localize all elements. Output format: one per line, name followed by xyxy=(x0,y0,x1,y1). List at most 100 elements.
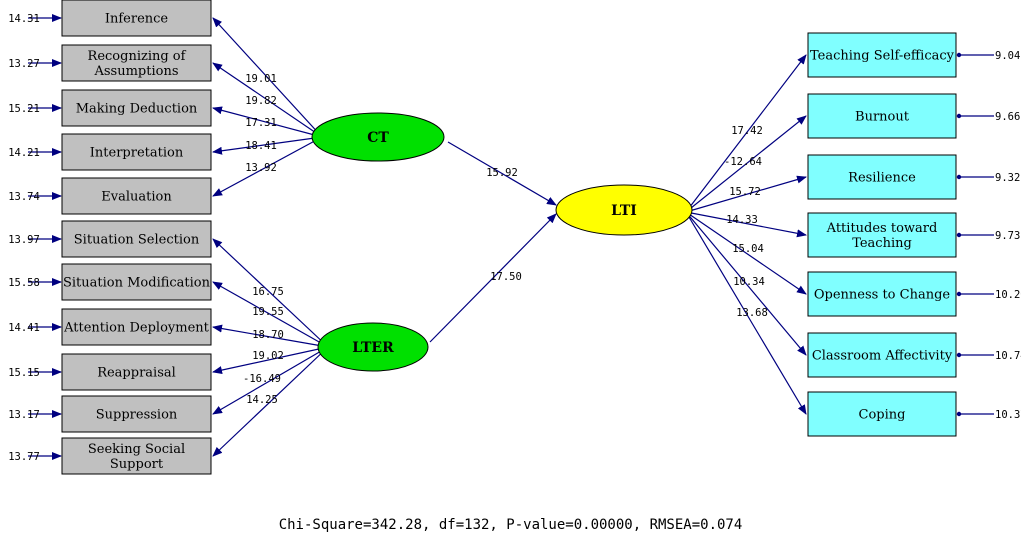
lti-indicator-classroom-affectivity-error-value: 10.74 xyxy=(995,350,1021,362)
lti-indicator-openness-to-change-error-value: 10.20 xyxy=(995,289,1021,301)
ct-indicator-recognizing-of-assumptions-label-line-1: Recognizing of xyxy=(88,49,187,64)
lti-indicator-resilience-error-value: 9.32 xyxy=(995,172,1020,184)
lter-indicator-situation-selection-box xyxy=(61,220,212,258)
ct-indicator-inference-box xyxy=(61,0,212,37)
ct-indicator-inference-label: Inference xyxy=(105,12,169,27)
lter-indicator-attention-deployment-path xyxy=(212,324,329,348)
lti-indicator-burnout-loading: -12.64 xyxy=(724,156,762,168)
lti-indicator-attitudes-toward-teaching-loading: 14.33 xyxy=(726,214,758,226)
ct-indicator-making-deduction-path xyxy=(212,106,323,138)
lter-indicator-seeking-social-support-box xyxy=(61,437,212,475)
lter-latent-label: LTER xyxy=(352,340,394,356)
lter-indicator-suppression-box xyxy=(61,395,212,433)
ct-indicator-inference-error-value: 14.31 xyxy=(8,13,40,25)
lti-indicator-classroom-affectivity-loading: 10.34 xyxy=(733,276,765,288)
ct-indicator-evaluation-box xyxy=(61,177,212,215)
lter-indicator-seeking-social-support-label-line-1: Seeking Social xyxy=(88,442,185,457)
path-lter-to-lti xyxy=(429,213,557,343)
lter-indicator-seeking-social-support-label-line-2: Support xyxy=(110,457,164,472)
paths-layer xyxy=(28,14,994,460)
ct-indicator-making-deduction-loading: 17.31 xyxy=(245,117,277,129)
coef-ct-to-lti: 15.92 xyxy=(486,167,518,179)
lti-indicator-coping-label: Coping xyxy=(859,408,906,423)
lti-indicator-openness-to-change-path xyxy=(685,211,807,295)
lti-indicator-attitudes-toward-teaching-label-line-2: Teaching xyxy=(852,236,912,251)
lter-indicator-reappraisal-path xyxy=(212,346,329,374)
ct-indicator-recognizing-of-assumptions-loading: 19.82 xyxy=(245,95,277,107)
lti-indicator-resilience-box xyxy=(807,154,957,200)
lti-indicator-attitudes-toward-teaching-label-line-1: Attitudes toward xyxy=(826,221,938,236)
lter-indicator-suppression-loading: -16.49 xyxy=(243,373,281,385)
ct-indicator-evaluation-error-value: 13.74 xyxy=(8,191,40,203)
lti-latent-oval xyxy=(555,184,693,236)
ct-indicator-inference-path xyxy=(212,17,323,138)
lter-indicator-situation-modification-path xyxy=(212,281,329,348)
lti-indicator-openness-to-change-loading: 15.04 xyxy=(732,243,764,255)
lti-indicator-openness-to-change-box xyxy=(807,271,957,317)
lter-indicator-reappraisal-error-value: 15.15 xyxy=(8,367,40,379)
lter-indicator-situation-selection-loading: 16.75 xyxy=(252,286,284,298)
lti-indicator-teaching-self-efficacy-loading: 17.42 xyxy=(731,125,763,137)
lti-indicator-attitudes-toward-teaching-error-value: 9.73 xyxy=(995,230,1020,242)
lti-indicator-burnout-path xyxy=(685,115,807,213)
lter-indicator-attention-deployment-label: Attention Deployment xyxy=(63,321,210,336)
lti-indicator-teaching-self-efficacy-box xyxy=(807,32,957,78)
nodes-layer xyxy=(61,0,957,475)
lti-indicator-resilience-path xyxy=(685,175,807,213)
ct-indicator-interpretation-loading: 18.41 xyxy=(245,140,277,152)
lter-latent-oval xyxy=(317,322,429,372)
coef-lter-to-lti: 17.50 xyxy=(490,271,522,283)
lter-indicator-suppression-error-value: 13.17 xyxy=(8,409,40,421)
lti-indicator-burnout-error-value: 9.66 xyxy=(995,111,1020,123)
lti-indicator-teaching-self-efficacy-path xyxy=(685,54,807,213)
ct-indicator-recognizing-of-assumptions-label-line-2: Assumptions xyxy=(93,64,178,79)
ct-indicator-inference-loading: 19.01 xyxy=(245,73,277,85)
lter-indicator-situation-modification-box xyxy=(61,263,212,301)
lti-indicator-classroom-affectivity-label: Classroom Affectivity xyxy=(812,349,953,364)
lter-indicator-reappraisal-label: Reappraisal xyxy=(97,366,176,381)
ct-indicator-making-deduction-box xyxy=(61,89,212,127)
lter-indicator-attention-deployment-loading: 18.70 xyxy=(252,329,284,341)
lter-indicator-suppression-label: Suppression xyxy=(96,408,178,423)
fit-statistics: Chi-Square=342.28, df=132, P-value=0.000… xyxy=(278,517,743,533)
lter-indicator-attention-deployment-box xyxy=(61,308,212,346)
ct-indicator-interpretation-label: Interpretation xyxy=(90,146,184,161)
lti-indicator-coping-box xyxy=(807,391,957,437)
lter-indicator-reappraisal-box xyxy=(61,353,212,391)
lti-indicator-burnout-box xyxy=(807,93,957,139)
path-ct-to-lti xyxy=(447,141,557,206)
labels-layer: Inference 14.31 19.01 Recognizing ofAssumpt… xyxy=(8,12,1021,473)
lti-indicator-coping-loading: 13.68 xyxy=(736,307,768,319)
lter-indicator-suppression-path xyxy=(212,346,329,415)
lter-indicator-seeking-social-support-path xyxy=(212,346,329,457)
lti-indicator-resilience-loading: 15.72 xyxy=(729,186,761,198)
ct-indicator-interpretation-path xyxy=(212,136,323,155)
lti-indicator-burnout-label: Burnout xyxy=(855,110,910,125)
ct-indicator-interpretation-error-value: 14.21 xyxy=(8,147,40,159)
lti-latent-label: LTI xyxy=(611,203,637,219)
lter-indicator-situation-selection-label: Situation Selection xyxy=(74,233,200,248)
lti-indicator-coping-error-value: 10.37 xyxy=(995,409,1021,421)
lter-indicator-reappraisal-loading: 19.02 xyxy=(252,350,284,362)
ct-indicator-making-deduction-error-value: 15.21 xyxy=(8,103,40,115)
ct-indicator-evaluation-loading: 13.92 xyxy=(245,162,277,174)
ct-latent-label: CT xyxy=(367,130,389,146)
lter-indicator-situation-selection-path xyxy=(212,238,329,348)
lti-indicator-resilience-label: Resilience xyxy=(848,171,916,186)
lter-indicator-situation-modification-loading: 19.55 xyxy=(252,306,284,318)
lter-indicator-seeking-social-support-error-value: 13.77 xyxy=(8,451,40,463)
lter-indicator-situation-modification-label: Situation Modification xyxy=(63,276,211,291)
lti-indicator-coping-path xyxy=(685,211,807,415)
lti-indicator-attitudes-toward-teaching-box xyxy=(807,212,957,258)
lti-indicator-attitudes-toward-teaching-path xyxy=(685,211,807,238)
lti-indicator-teaching-self-efficacy-error-value: 9.04 xyxy=(995,50,1020,62)
ct-indicator-evaluation-label: Evaluation xyxy=(101,190,172,205)
lter-indicator-situation-selection-error-value: 13.97 xyxy=(8,234,40,246)
lti-indicator-teaching-self-efficacy-label: Teaching Self-efficacy xyxy=(810,49,955,64)
lter-indicator-situation-modification-error-value: 15.58 xyxy=(8,277,40,289)
ct-indicator-interpretation-box xyxy=(61,133,212,171)
lti-indicator-openness-to-change-label: Openness to Change xyxy=(814,288,951,303)
ct-indicator-making-deduction-label: Making Deduction xyxy=(76,102,198,117)
ct-indicator-evaluation-path xyxy=(212,136,323,197)
lti-indicator-classroom-affectivity-path xyxy=(685,211,807,356)
